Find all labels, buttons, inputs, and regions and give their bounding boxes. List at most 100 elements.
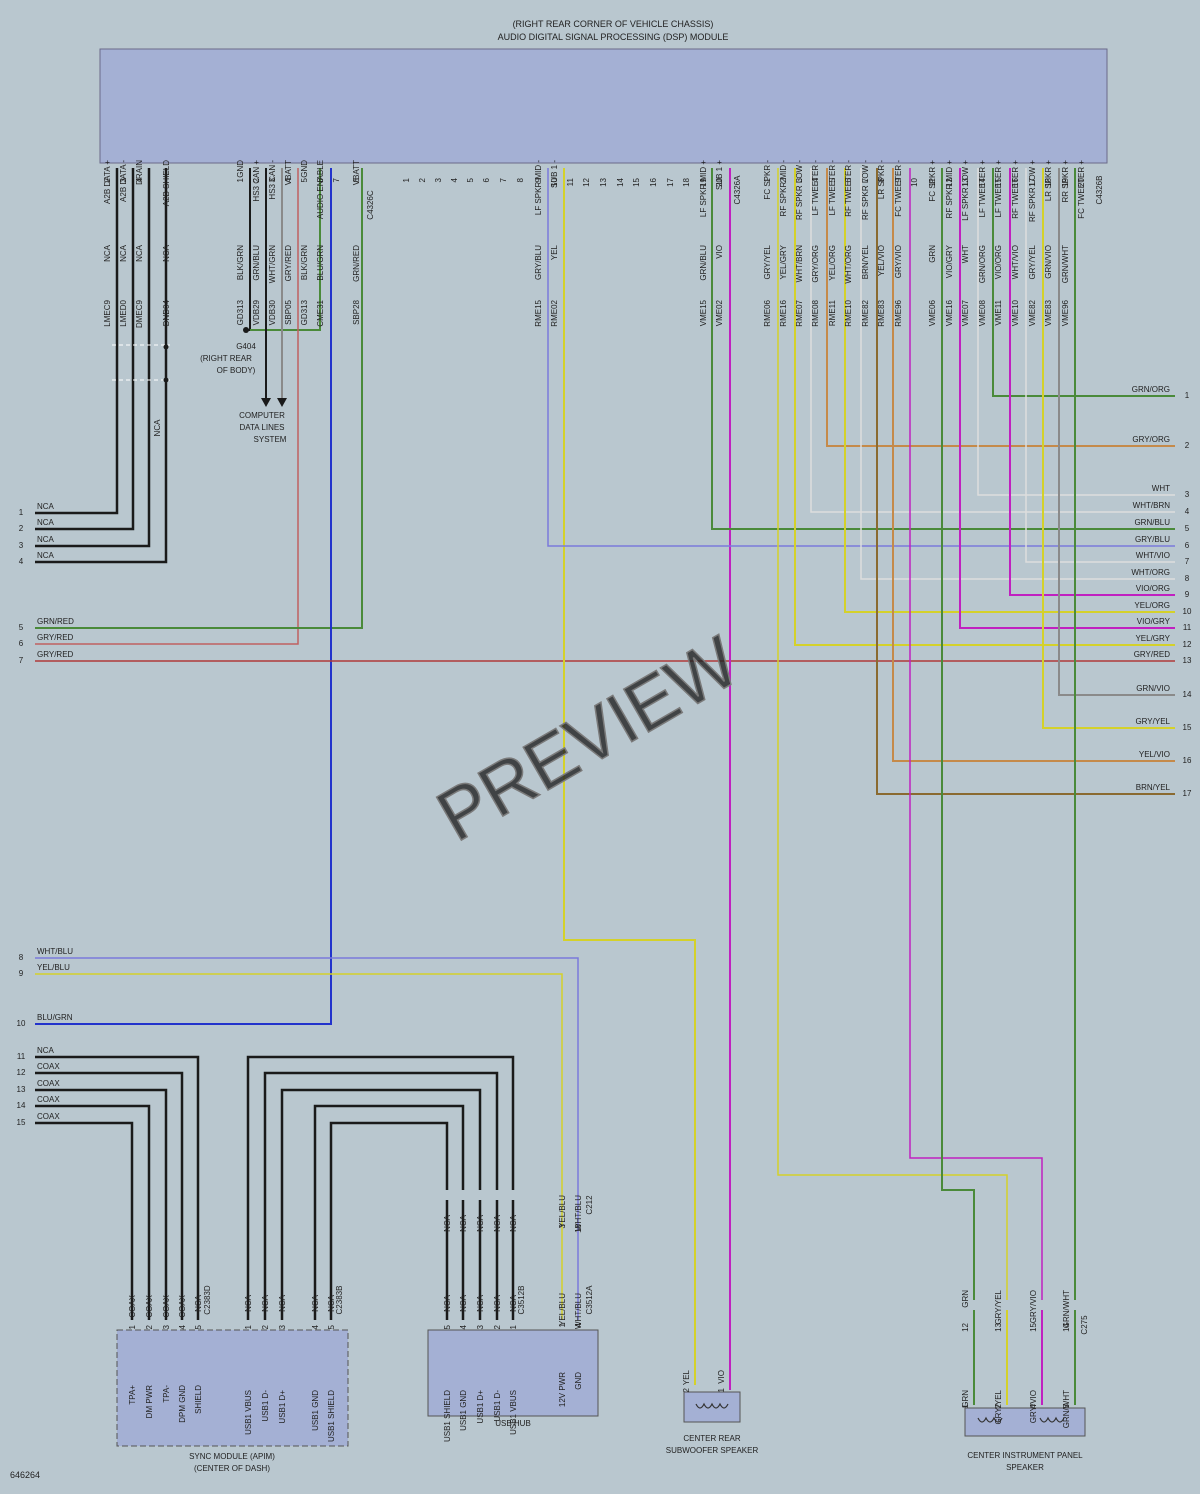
- circuit-id: RME08: [811, 299, 820, 326]
- cs-upper-color: GRN/WHT: [1062, 1290, 1071, 1328]
- sync-function: SHIELD: [194, 1385, 203, 1414]
- left-wire-number: 1: [19, 508, 24, 517]
- wire-usb: [246, 1055, 515, 1320]
- wire-nca: [35, 168, 119, 515]
- wire-color: GRN/VIO: [1044, 245, 1053, 279]
- pin-function: LF TWEETER -: [828, 160, 837, 216]
- pin-number: 5: [828, 177, 837, 182]
- connector-c2383b: C2383B: [335, 1286, 344, 1315]
- left-wire-label: NCA: [37, 535, 55, 544]
- pin-function: RF SPKR LOW -: [861, 160, 870, 220]
- sync-pin: 3: [278, 1324, 287, 1329]
- right-wire-label: GRY/YEL: [1135, 717, 1170, 726]
- pin-number: 6: [316, 177, 325, 182]
- arrow: [261, 398, 271, 407]
- sync-function: USB1 VBUS: [244, 1390, 253, 1435]
- right-wire-label: BRN/YEL: [1136, 783, 1171, 792]
- pin-number: 20: [1077, 177, 1086, 186]
- ground-sub1: (RIGHT REAR: [200, 354, 252, 363]
- wire-fc-plus: [941, 168, 975, 1300]
- wire-sub-minus: [563, 168, 696, 1385]
- pin-number: 15: [632, 177, 641, 186]
- header-line1: (RIGHT REAR CORNER OF VEHICLE CHASSIS): [513, 19, 714, 29]
- dsp-module-box: [99, 48, 1108, 164]
- circuit-id: RME07: [795, 299, 804, 326]
- computer-lines-3: SYSTEM: [254, 435, 287, 444]
- pin-number: 14: [616, 177, 625, 186]
- sync-pin: 2: [145, 1324, 154, 1329]
- circuit-id: RME82: [861, 299, 870, 326]
- cs-lower-color: GRY/YEL: [994, 1389, 1003, 1424]
- pin-number: 6: [482, 177, 491, 182]
- right-wire-label: YEL/VIO: [1139, 750, 1170, 759]
- wire-color: YEL: [550, 244, 559, 260]
- left-wire-number: 2: [19, 524, 24, 533]
- pin-number: 16: [1011, 177, 1020, 186]
- computer-lines-1: COMPUTER: [239, 411, 285, 420]
- usb-hub-box: [427, 1329, 599, 1417]
- wire-color: GRN/BLU: [699, 245, 708, 281]
- wire-layer: [35, 168, 1175, 1405]
- pin-function: LF TWEETER -: [811, 160, 820, 216]
- left-wire-number: 15: [17, 1118, 26, 1127]
- circuit-id: VDB30: [268, 299, 277, 325]
- pin-number: 1: [402, 177, 411, 182]
- circuit-id: CME31: [316, 299, 325, 326]
- left-wire-number: 3: [19, 541, 24, 550]
- wire-coax: [35, 1055, 200, 1320]
- pin-number: 13: [599, 177, 608, 186]
- circuit-id: RME06: [763, 299, 772, 326]
- right-wire-number: 16: [1183, 756, 1192, 765]
- hub-pwr-upper-pin: 18: [574, 1223, 583, 1232]
- center-speaker-box: [964, 1407, 1086, 1437]
- hub-function: USB1 D-: [493, 1390, 502, 1422]
- wire-color: WHT: [961, 245, 970, 263]
- pin-number: 3: [268, 177, 277, 182]
- sync-pin: 1: [128, 1324, 137, 1329]
- cs-lower-color: GRN: [961, 1390, 970, 1408]
- hub-pwr-upper-color: WHT/BLU: [574, 1195, 583, 1231]
- circuit-id: VME16: [945, 299, 954, 326]
- hub-pwr-color: YEL/BLU: [558, 1293, 567, 1326]
- right-wire-label: WHT/BRN: [1133, 501, 1171, 510]
- circuit-id: VME11: [994, 299, 1003, 325]
- circuit-id: VME96: [1061, 299, 1070, 326]
- wire-right-4: [810, 168, 1175, 513]
- pin-number: 4: [284, 177, 293, 182]
- pin-number: 18: [1044, 177, 1053, 186]
- right-wire-label: VIO/ORG: [1136, 584, 1170, 593]
- circuit-id: RME83: [877, 299, 886, 326]
- connector-c3512b: C3512B: [517, 1286, 526, 1315]
- pin-function: SUB 1 -: [550, 160, 559, 188]
- pin-number: 8: [352, 177, 361, 182]
- hub-pin: 4: [459, 1324, 468, 1329]
- wire-coax: [35, 1088, 168, 1320]
- wire-usb: [263, 1071, 499, 1320]
- wire-right-7: [1025, 168, 1175, 563]
- hub-upper-color: NCA: [509, 1214, 518, 1232]
- wire-color: NCA: [135, 244, 144, 262]
- pin-number: 15: [994, 177, 1003, 186]
- pin-number: 5: [466, 177, 475, 182]
- sync-wire-color: NCA: [327, 1294, 336, 1312]
- pin-number: 12: [945, 177, 954, 186]
- hub-pwr-color: WHT/BLU: [574, 1293, 583, 1329]
- circuit-id: VME83: [1044, 299, 1053, 326]
- circuit-id: VME10: [1011, 299, 1020, 326]
- wire-nca: [35, 168, 151, 548]
- sync-wire-color: NCA: [194, 1294, 203, 1312]
- pin-number: 10: [550, 177, 559, 186]
- hub-function: USB1 SHIELD: [443, 1390, 452, 1442]
- left-wire-label: BLU/GRN: [37, 1013, 73, 1022]
- ground-dot: [243, 327, 249, 333]
- circuit-id: VME82: [1028, 299, 1037, 326]
- wire-color: BLU/GRN: [316, 245, 325, 281]
- pin-function: FC SPKR +: [928, 160, 937, 202]
- right-wire-label: GRY/ORG: [1132, 435, 1170, 444]
- left-wire-number: 6: [19, 639, 24, 648]
- left-wire-label: NCA: [37, 1046, 55, 1055]
- wire-color: GRY/VIO: [894, 245, 903, 278]
- wire-color: YEL/VIO: [877, 245, 886, 276]
